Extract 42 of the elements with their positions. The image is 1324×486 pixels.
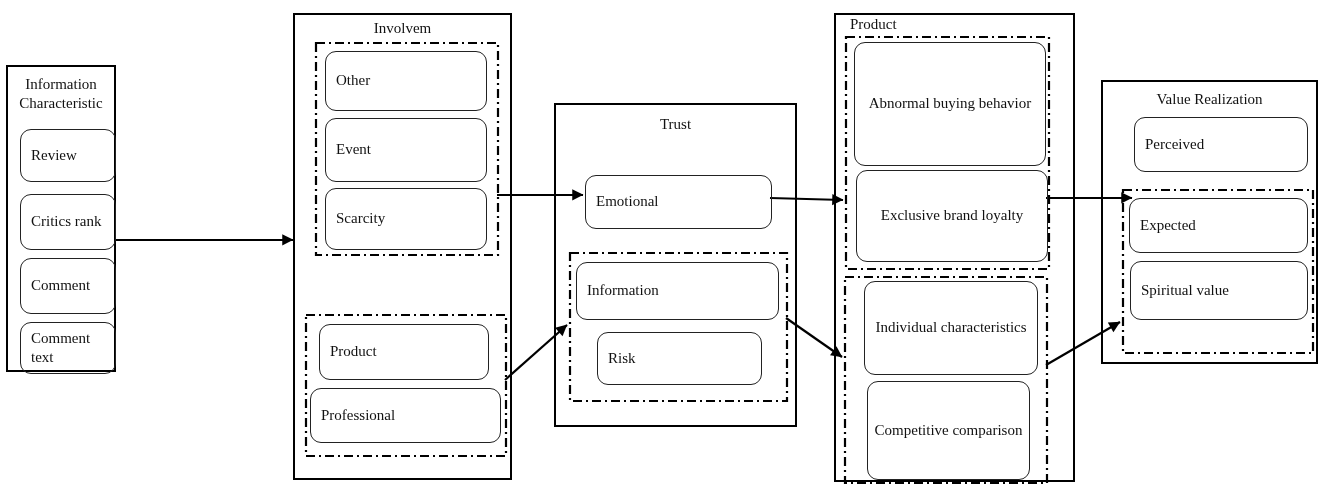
factor-box: Scarcity (325, 188, 487, 250)
factor-box: Other (325, 51, 487, 111)
arrow (116, 234, 294, 246)
dash-dot-group-frame (305, 314, 507, 457)
stage-box (6, 65, 116, 372)
stage-heading: Involvem (372, 19, 433, 38)
dash-dot-group-frame (315, 42, 499, 256)
dash-dot-group-frame (569, 252, 788, 402)
arrow (497, 189, 584, 201)
factor-box: Review (20, 129, 116, 182)
factor-box: Abnormal buying behavior (854, 42, 1046, 166)
stage-box (554, 103, 797, 427)
arrow (504, 324, 568, 381)
factor-box: Comment text (20, 322, 116, 374)
factor-box: Professional (310, 388, 501, 443)
factor-box: Individual characteristics (864, 281, 1038, 375)
arrow (1046, 192, 1133, 204)
factor-box: Risk (597, 332, 762, 385)
stage-heading: Product (849, 15, 898, 34)
dash-dot-group-frame (845, 36, 1050, 270)
factor-box: Product (319, 324, 489, 380)
factor-box: Perceived (1134, 117, 1308, 172)
factor-box: Exclusive brand loyalty (856, 170, 1048, 262)
factor-box: Emotional (585, 175, 772, 229)
factor-box: Critics rank (20, 194, 116, 250)
arrow (769, 193, 844, 206)
stage-heading: Trust (658, 115, 693, 134)
factor-box: Comment (20, 258, 116, 314)
stage-box (1101, 80, 1318, 364)
factor-box: Spiritual value (1130, 261, 1308, 320)
stage-heading: Information Characteristic (18, 75, 104, 113)
dash-dot-group-frame (844, 276, 1048, 484)
factor-box: Information (576, 262, 779, 320)
stage-box (293, 13, 512, 480)
stage-box (834, 13, 1075, 482)
arrow (785, 317, 843, 358)
factor-box: Competitive comparison (867, 381, 1030, 480)
dash-dot-group-frame (1122, 189, 1314, 354)
factor-box: Expected (1129, 198, 1308, 253)
stage-heading: Value Realization (1155, 90, 1264, 109)
arrow (1045, 321, 1121, 366)
factor-box: Event (325, 118, 487, 182)
